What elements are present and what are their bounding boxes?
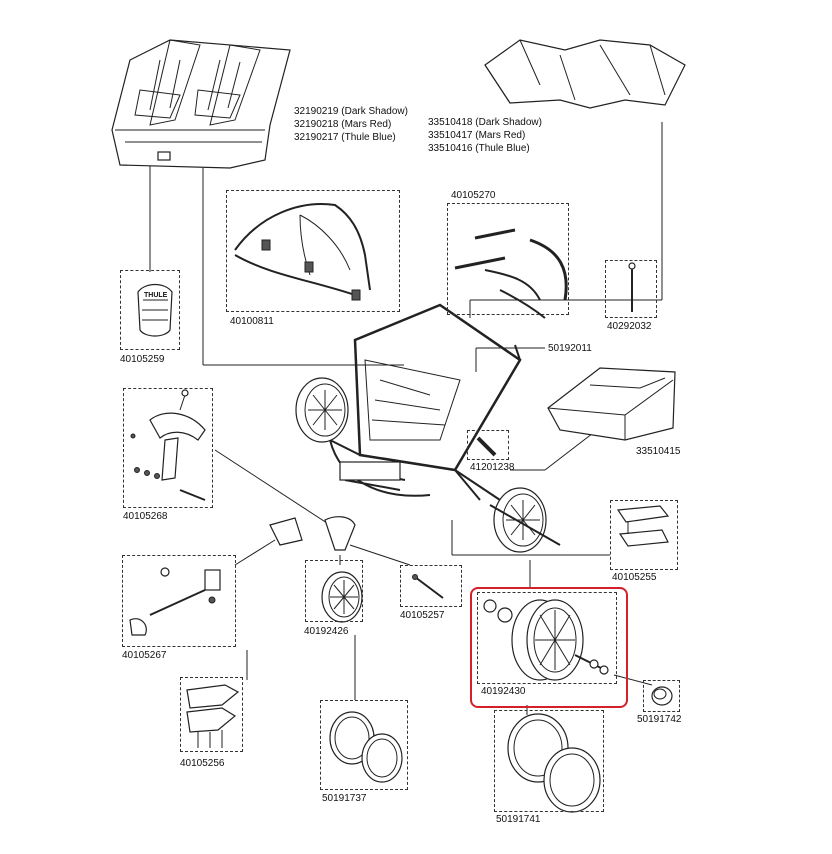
frame-rear-wheel-illustration — [295, 377, 349, 443]
rear-wheel-highlight — [470, 587, 628, 708]
tube-part-box — [467, 430, 509, 460]
canopy-sku-1: 33510418 (Dark Shadow) — [428, 117, 542, 128]
front-tire-box — [320, 700, 408, 790]
handlebar-label: 40105270 — [451, 190, 496, 201]
seat-fabric-illustration — [111, 39, 291, 169]
stroller-frame-illustration — [329, 303, 522, 501]
bracket-box — [180, 677, 243, 752]
axle-label: 40105267 — [122, 650, 167, 661]
fork-illustration — [269, 516, 356, 551]
front-tire-illustration — [329, 711, 403, 783]
tag-text: THULE — [144, 292, 168, 299]
rear-wheel-illustration — [483, 599, 609, 681]
seat-fabric-sku-3: 32190217 (Thule Blue) — [294, 132, 396, 143]
rear-tire-box — [494, 710, 604, 812]
tag-box — [120, 270, 180, 350]
tube-part-label: 41201238 — [470, 462, 515, 473]
footrest-illustration — [616, 505, 670, 547]
footrest-box — [610, 500, 678, 570]
canopy-sku-3: 33510416 (Thule Blue) — [428, 143, 530, 154]
tag-illustration — [137, 283, 173, 337]
front-wheel-box — [305, 560, 363, 622]
axle-illustration — [129, 567, 221, 636]
front-tire-label: 50191737 — [322, 793, 367, 804]
front-wheel-illustration — [321, 571, 363, 623]
bumper-bar-label: 40100811 — [230, 316, 274, 327]
brake-assembly-label: 40105268 — [123, 511, 168, 522]
brake-assembly-illustration — [130, 389, 206, 501]
hub-cap-label: 50191742 — [637, 714, 682, 725]
pin-label: 40105257 — [400, 610, 445, 621]
frame-label: 50192011 — [548, 343, 592, 354]
cable-illustration — [628, 262, 636, 312]
bumper-bar-box — [226, 190, 400, 312]
footrest-label: 40105255 — [612, 572, 657, 583]
bracket-illustration — [186, 684, 240, 748]
rear-wheel-label: 40192430 — [481, 686, 526, 697]
tube-part-illustration — [476, 436, 497, 457]
axle-box — [122, 555, 236, 647]
rear-tire-label: 50191741 — [496, 814, 541, 825]
bracket-label: 40105256 — [180, 758, 225, 769]
pin-illustration — [412, 574, 444, 599]
hub-cap-illustration — [651, 686, 673, 706]
basket-illustration — [547, 367, 676, 441]
front-wheel-label: 40192426 — [304, 626, 349, 637]
tag-label: 40105259 — [120, 354, 165, 365]
handlebar-illustration — [454, 228, 568, 319]
cable-box — [605, 260, 657, 318]
basket-label: 33510415 — [636, 446, 681, 457]
seat-fabric-sku-1: 32190219 (Dark Shadow) — [294, 106, 408, 117]
hub-cap-box — [643, 680, 680, 712]
seat-fabric-sku-2: 32190218 (Mars Red) — [294, 119, 392, 130]
rear-tire-illustration — [507, 713, 601, 813]
frame-front-wheel-illustration — [489, 487, 561, 553]
rear-wheel-box — [477, 592, 617, 684]
brake-assembly-box — [123, 388, 213, 508]
bumper-bar-illustration — [234, 203, 371, 301]
canopy-illustration — [484, 39, 686, 109]
cable-label: 40292032 — [607, 321, 652, 332]
canopy-sku-2: 33510417 (Mars Red) — [428, 130, 526, 141]
pin-box — [400, 565, 462, 607]
handlebar-box — [447, 203, 569, 315]
